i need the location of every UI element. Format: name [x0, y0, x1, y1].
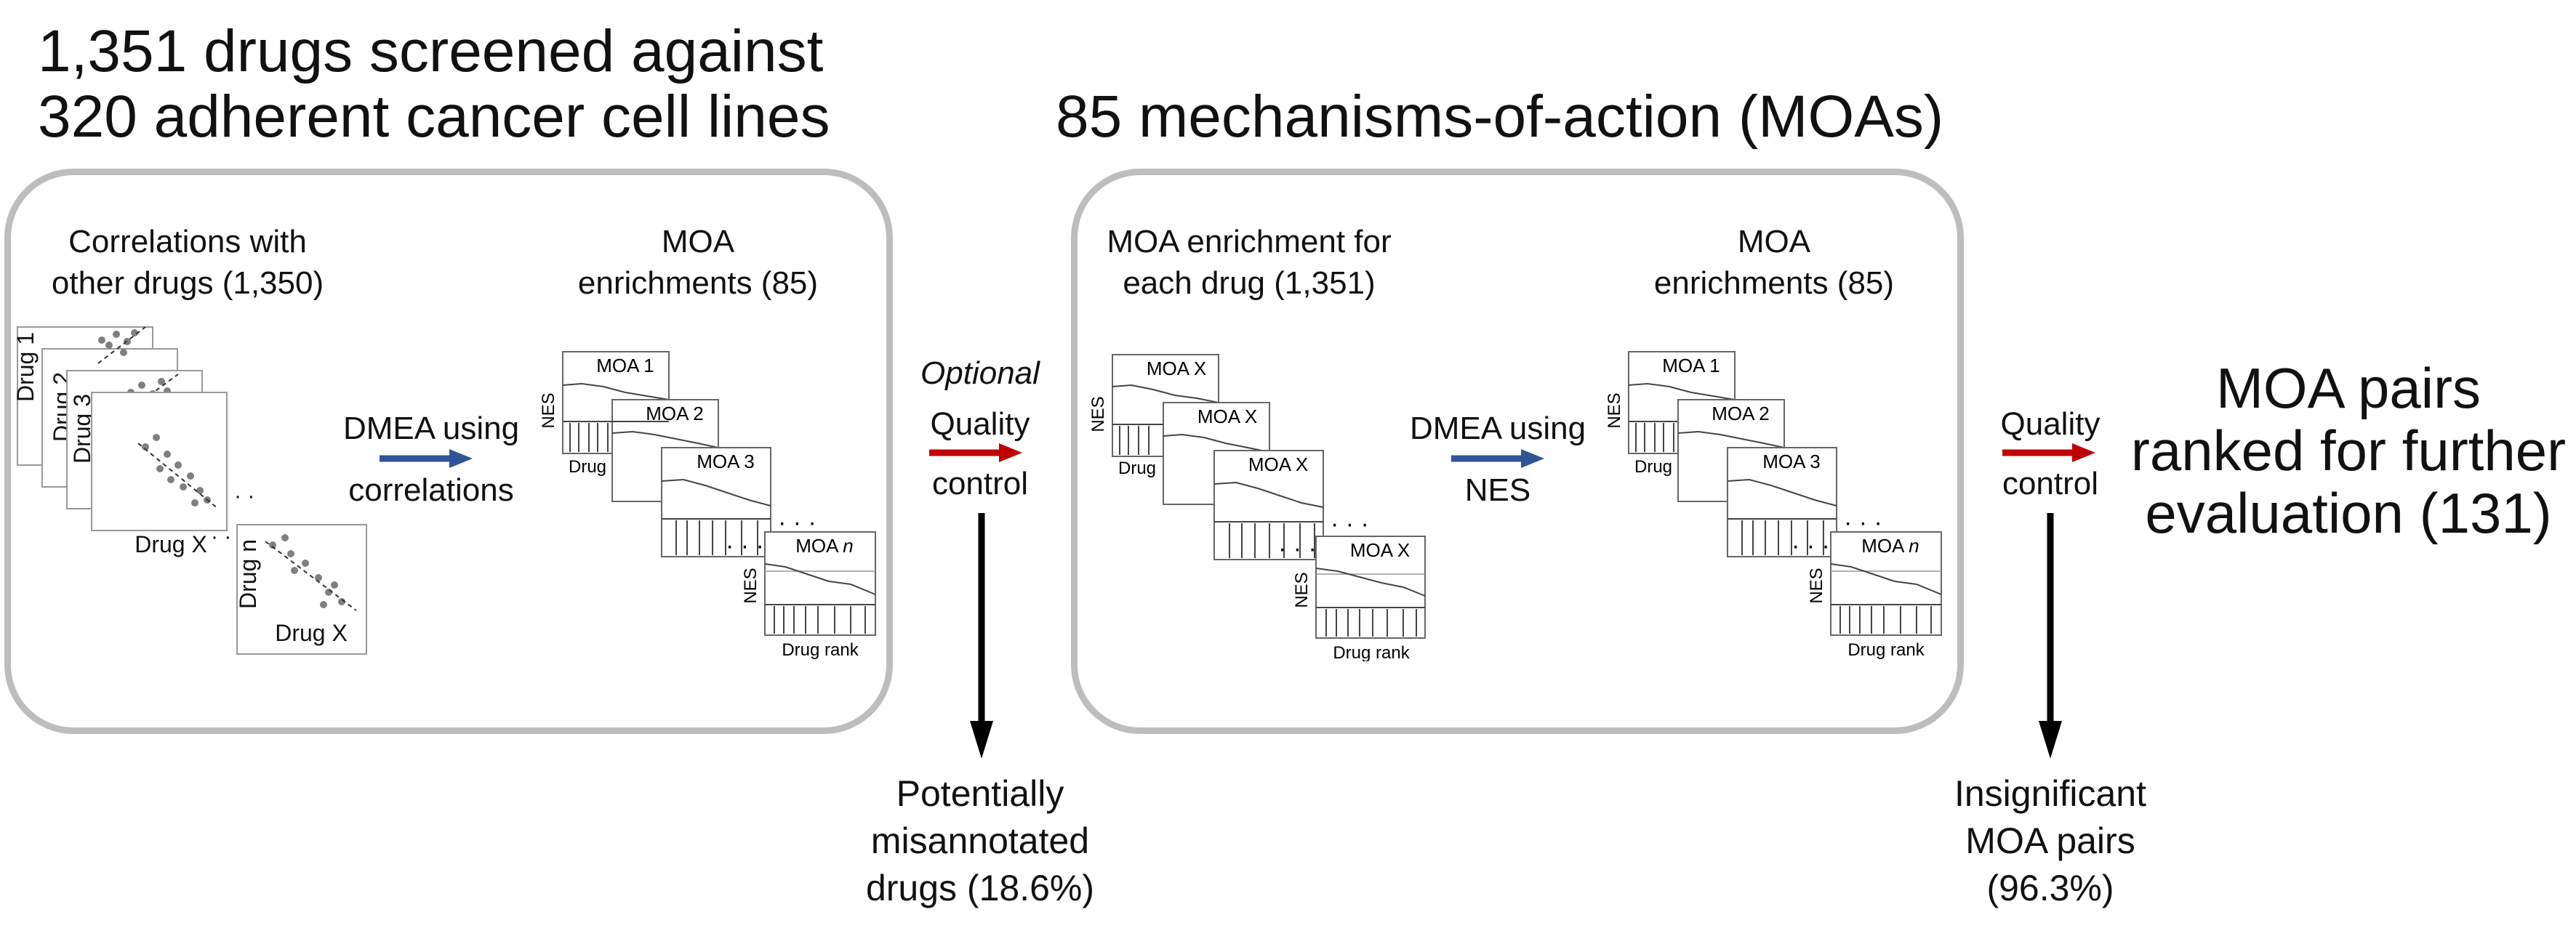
panel1-header-right-line1: MOA [661, 224, 735, 259]
p2-moa-card-n-drugrank: Drug rank [1847, 640, 1925, 660]
moa-card-n-drugrank: Drug rank [782, 640, 859, 660]
qc1-optional: Optional [920, 355, 1040, 391]
moax-card-last-label: MOA X [1350, 539, 1410, 561]
moa-card-n-nes: NES [741, 568, 761, 603]
panel2-header-right: MOA enrichments (85) [1629, 221, 1919, 304]
moax-ellipsis-2: · · · [1278, 535, 1317, 562]
panel1-header-left-line1: Correlations with [68, 224, 307, 259]
panel1-blue-arrow [380, 449, 473, 468]
panel2-header-right-line1: MOA [1737, 224, 1811, 259]
moa-card-3: MOA 3 [661, 447, 771, 557]
p2-moa-card-3-label: MOA 3 [1762, 451, 1820, 472]
title-left: 1,351 drugs screened against 320 adheren… [38, 18, 830, 150]
qc2-down-arrow [2039, 513, 2062, 759]
moa-card-1-nes: NES [539, 392, 558, 428]
scatter-card-drug1-label: Drug 1 [12, 332, 39, 402]
bottom-right-line3: (96.3%) [1986, 868, 2114, 908]
scatter-card-drugn: Drug n Drug X [235, 524, 367, 655]
panel1-moa-stack: MOA 1 NES MOA 2 MOA 3 Drug · · · · · · M… [539, 351, 876, 660]
qc1-label-top: Quality [930, 406, 1030, 442]
panel2-arrow-label-bottom: NES [1464, 472, 1531, 508]
panel2-header-left: MOA enrichment for each drug (1,351) [1096, 221, 1402, 304]
moa-card-2-drug: Drug [569, 457, 606, 477]
output-line1: MOA pairs [2215, 356, 2481, 420]
moax-card-last-drugrank: Drug rank [1333, 643, 1410, 661]
bottom-right-line1: Insignificant [1954, 773, 2147, 814]
moax-card-3: MOA X [1213, 450, 1324, 560]
moa-card-n-label: MOA n [795, 535, 853, 557]
bottom-right-label: Insignificant MOA pairs (96.3%) [1890, 770, 2210, 912]
moax-card-2-label: MOA X [1197, 406, 1257, 427]
moax-card-1-label: MOA X [1147, 358, 1206, 379]
moax-card-drug: Drug [1118, 459, 1156, 478]
title-left-line2: 320 adherent cancer cell lines [38, 84, 830, 150]
panel2-blue-arrow [1451, 449, 1544, 468]
moax-card-3-label: MOA X [1248, 453, 1308, 475]
title-left-line1: 1,351 drugs screened against [38, 18, 824, 84]
panel2-header-left-line2: each drug (1,351) [1123, 265, 1376, 302]
output-label: MOA pairs ranked for further evaluation … [2130, 356, 2567, 545]
panel2-header-left-line1: MOA enrichment for [1107, 224, 1392, 259]
panel1-header-left: Correlations with other drugs (1,350) [42, 221, 333, 304]
qc2-label-bottom: control [2002, 466, 2099, 501]
moax-ellipsis-1: · · · [1331, 510, 1369, 538]
panel2-moa-stack: MOA 1 NES MOA 2 Drug MOA 3 · · · · · · M… [1605, 351, 1942, 660]
ellipsis-2: · · [211, 525, 231, 549]
panel2-arrow-label-top: DMEA using [1409, 411, 1586, 446]
output-line2: ranked for further [2130, 418, 2567, 483]
correlation-scatter-stack: Drug 1 Drug 2 Drug 3 Drug X · [12, 326, 367, 655]
moa-card-1-barcode [563, 421, 669, 452]
panel1-header-right-line2: enrichments (85) [577, 265, 819, 302]
moax-card-1-nes: NES [1088, 396, 1108, 432]
panel1-arrow-label-bottom: correlations [348, 472, 514, 508]
moa-card-1-label: MOA 1 [596, 355, 654, 376]
scatter-card-front-xlabel: Drug X [135, 531, 207, 557]
bottom-left-line2: misannotated [870, 820, 1090, 861]
scatter-card-drugn-label: Drug n [235, 539, 261, 609]
qc1-red-arrow [929, 443, 1022, 462]
p2-moa-card-n-label: MOA n [1861, 535, 1919, 557]
output-line3: evaluation (131) [2145, 480, 2552, 545]
moax-card-last-nes: NES [1292, 572, 1312, 608]
qc1-label-bottom: control [931, 466, 1029, 501]
moa-ellipsis-2: · · · [726, 532, 764, 560]
p2-moa-card-3: MOA 3 [1727, 447, 1837, 557]
panel1-arrow-label-top: DMEA using [342, 411, 520, 446]
bottom-right-line2: MOA pairs [1965, 820, 2135, 861]
panel1-header-left-line2: other drugs (1,350) [51, 265, 324, 302]
p2-moa-card-1-nes: NES [1605, 392, 1624, 428]
p2-moa-ellipsis-2: · · · [1791, 532, 1830, 560]
qc2-label-top: Quality [2000, 406, 2100, 442]
panel1-header-right: MOA enrichments (85) [553, 221, 843, 304]
title-middle: 85 mechanisms-of-action (MOAs) [1056, 84, 1944, 150]
bottom-left-label: Potentially misannotated drugs (18.6%) [820, 770, 1140, 912]
ellipsis-1: · · [234, 484, 254, 508]
bottom-left-line3: drugs (18.6%) [865, 868, 1095, 908]
panel2-moax-stack: MOA X NES MOA X Drug MOA X · · · · · · M… [1088, 354, 1426, 661]
panel-moa-box [1071, 169, 1964, 734]
moax-card-last: MOA X NES Drug rank [1292, 536, 1426, 661]
p2-moa-card-drug: Drug [1634, 457, 1672, 477]
bottom-left-line1: Potentially [896, 773, 1064, 814]
p2-moa-card-2-label: MOA 2 [1712, 403, 1769, 424]
qc1-down-arrow [970, 513, 993, 759]
moa-card-3-label: MOA 3 [697, 451, 754, 472]
panel-correlations-box [4, 169, 893, 734]
qc2-red-arrow [2002, 443, 2095, 462]
scatter-card-front: Drug X [91, 392, 228, 557]
p2-moa-card-1-label: MOA 1 [1662, 355, 1720, 376]
p2-moa-card-n-nes: NES [1807, 568, 1826, 603]
scatter-card-drugn-xlabel: Drug X [275, 620, 348, 646]
panel2-header-right-line2: enrichments (85) [1653, 265, 1895, 302]
p2-moa-card-n: MOA n NES Drug rank [1807, 531, 1942, 660]
moa-card-n: MOA n NES Drug rank [741, 531, 876, 660]
